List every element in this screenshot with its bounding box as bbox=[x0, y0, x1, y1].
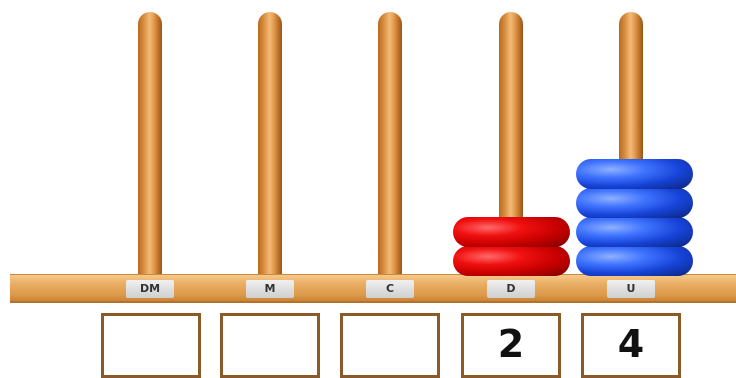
bead-u-4[interactable] bbox=[576, 159, 693, 189]
answer-box-m[interactable] bbox=[220, 313, 320, 378]
rod-label-u: U bbox=[607, 280, 655, 298]
rod-label-m: M bbox=[246, 280, 294, 298]
rod-c bbox=[378, 12, 402, 278]
bead-d-1[interactable] bbox=[453, 246, 570, 276]
bead-u-3[interactable] bbox=[576, 188, 693, 218]
answer-box-u[interactable]: 4 bbox=[581, 313, 681, 378]
rod-label-c: C bbox=[366, 280, 414, 298]
rod-m bbox=[258, 12, 282, 278]
rod-label-dm: DM bbox=[126, 280, 174, 298]
answer-box-c[interactable] bbox=[340, 313, 440, 378]
bead-u-2[interactable] bbox=[576, 217, 693, 247]
answer-box-dm[interactable] bbox=[101, 313, 201, 378]
rod-dm bbox=[138, 12, 162, 278]
bead-u-1[interactable] bbox=[576, 246, 693, 276]
rod-label-d: D bbox=[487, 280, 535, 298]
bead-d-2[interactable] bbox=[453, 217, 570, 247]
answer-box-d[interactable]: 2 bbox=[461, 313, 561, 378]
